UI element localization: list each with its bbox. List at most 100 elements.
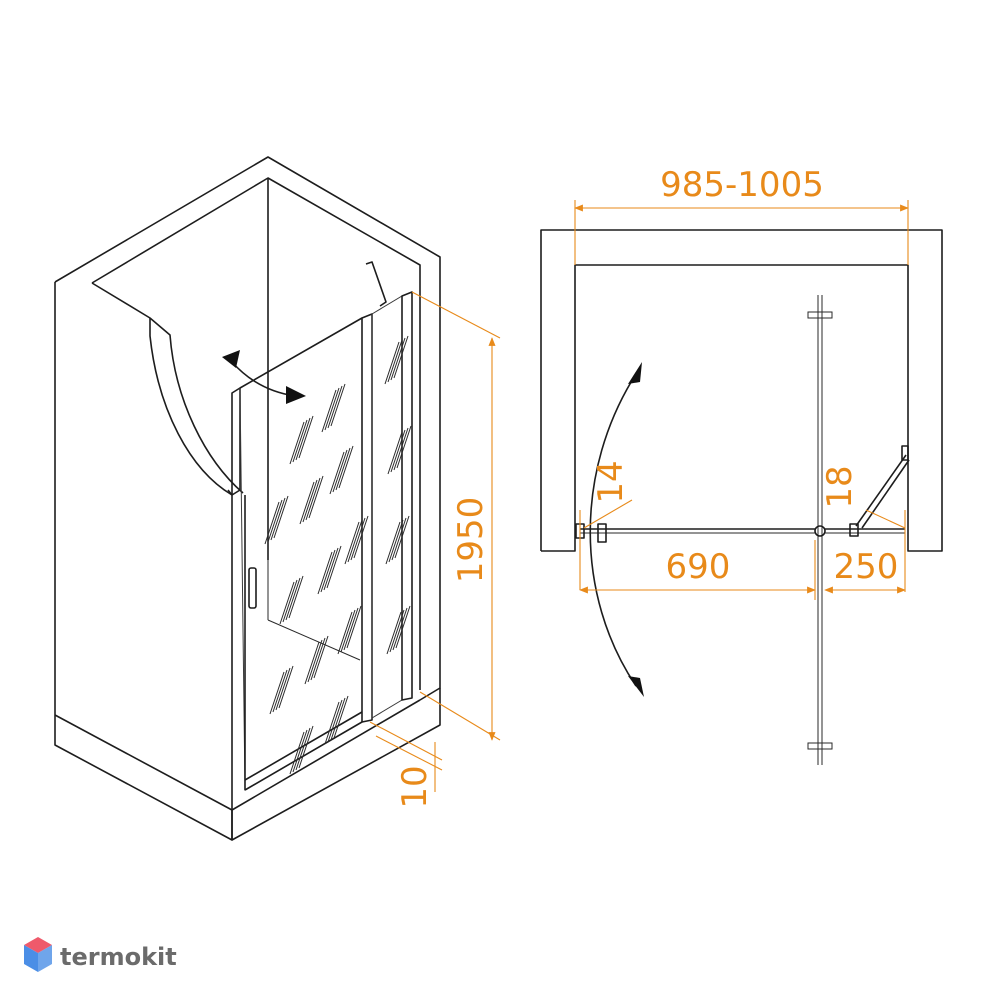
threshold-label: 10 <box>395 765 435 808</box>
door-handle-icon <box>248 567 257 609</box>
hatch-stroke <box>267 499 283 543</box>
hatch-stroke <box>289 421 305 465</box>
hatch-stroke <box>333 695 349 739</box>
hatch-stroke <box>264 501 280 545</box>
plan-view: 985-1005 14 18 690 250 <box>540 165 943 765</box>
hatch-stroke <box>340 609 356 653</box>
fixed-panel-width-label: 250 <box>834 547 899 587</box>
hatch-stroke <box>343 607 359 651</box>
hatch-stroke <box>350 517 366 561</box>
height-dimension: 1950 <box>411 291 501 741</box>
hatch-stroke <box>324 387 340 431</box>
hatch-stroke <box>323 547 339 591</box>
hatch-stroke <box>337 611 353 655</box>
hatch-stroke <box>288 575 304 619</box>
hatch-stroke <box>327 699 343 743</box>
plan-swing-arrow-top-icon <box>628 362 642 384</box>
hatch-stroke <box>386 611 402 655</box>
hatch-stroke <box>347 519 363 563</box>
hatch-stroke <box>308 475 324 519</box>
left-wall-top <box>54 156 441 283</box>
glass-hatching <box>264 335 412 775</box>
hatch-stroke <box>302 479 318 523</box>
hatch-stroke <box>346 605 362 649</box>
swing-arrow-left-icon <box>222 350 240 368</box>
hatch-stroke <box>273 495 289 539</box>
hatch-stroke <box>307 639 323 683</box>
hatch-stroke <box>330 697 346 741</box>
hatch-stroke <box>292 729 308 773</box>
hatch-stroke <box>295 417 311 461</box>
hatch-stroke <box>305 477 321 521</box>
plan-bracket <box>855 454 907 527</box>
hatch-stroke <box>272 669 288 713</box>
threshold-dimension: 10 <box>369 721 443 809</box>
hatch-stroke <box>393 427 409 471</box>
watermark: termokit <box>24 937 177 972</box>
wall-curve <box>91 282 244 494</box>
wall-gap-right-label: 18 <box>820 465 860 508</box>
hatch-stroke <box>330 383 346 427</box>
hatch-stroke <box>388 519 404 563</box>
hatch-stroke <box>298 725 314 769</box>
hatch-stroke <box>292 419 308 463</box>
hatch-stroke <box>391 517 407 561</box>
hatch-stroke <box>299 481 315 525</box>
width-range-label: 985-1005 <box>660 165 824 205</box>
watermark-text: termokit <box>60 943 177 971</box>
swing-arrow-right-icon <box>286 386 306 404</box>
hatch-stroke <box>332 449 348 493</box>
hatch-stroke <box>275 667 291 711</box>
hatch-stroke <box>278 665 294 709</box>
hatch-stroke <box>387 431 403 475</box>
door-width-label: 690 <box>666 547 731 587</box>
hatch-stroke <box>313 635 329 679</box>
hatch-stroke <box>317 551 333 595</box>
plan-walls <box>540 229 943 552</box>
hatch-stroke <box>353 515 369 559</box>
hatch-stroke <box>310 637 326 681</box>
hatch-stroke <box>389 609 405 653</box>
hatch-stroke <box>324 701 340 745</box>
wall-ledge <box>91 177 421 290</box>
isometric-view <box>54 156 441 841</box>
door-left-profile <box>231 387 241 496</box>
right-wall <box>419 265 441 701</box>
plan-swing-arc <box>589 373 637 687</box>
hatch-stroke <box>326 545 342 589</box>
hatch-stroke <box>270 497 286 541</box>
hatch-stroke <box>384 341 400 385</box>
hatch-stroke <box>295 727 311 771</box>
height-label: 1950 <box>451 497 491 584</box>
base-plinth <box>54 714 233 811</box>
hatch-stroke <box>329 451 345 495</box>
hatch-stroke <box>298 415 314 459</box>
hatch-stroke <box>390 337 406 381</box>
hatch-stroke <box>387 339 403 383</box>
hatch-stroke <box>279 581 295 625</box>
hatch-stroke <box>285 577 301 621</box>
fixed-panel-profile <box>401 291 413 701</box>
hatch-stroke <box>395 605 411 649</box>
hatch-stroke <box>320 549 336 593</box>
hatch-stroke <box>394 515 410 559</box>
hatch-stroke <box>327 385 343 429</box>
cube-logo-icon <box>24 937 52 972</box>
hatch-stroke <box>304 641 320 685</box>
hatch-stroke <box>269 671 285 715</box>
wall-bracket-icon <box>365 261 387 307</box>
hatch-stroke <box>338 445 354 489</box>
hatch-stroke <box>344 521 360 565</box>
hatch-stroke <box>321 389 337 433</box>
hatch-stroke <box>390 429 406 473</box>
hatch-stroke <box>385 521 401 565</box>
hatch-stroke <box>396 425 412 469</box>
swing-arc <box>231 361 296 397</box>
wall-gap-left-label: 14 <box>591 460 631 503</box>
hatch-stroke <box>392 607 408 651</box>
left-wall <box>54 282 233 841</box>
hatch-stroke <box>393 335 409 379</box>
hatch-stroke <box>282 579 298 623</box>
hatch-stroke <box>335 447 351 491</box>
